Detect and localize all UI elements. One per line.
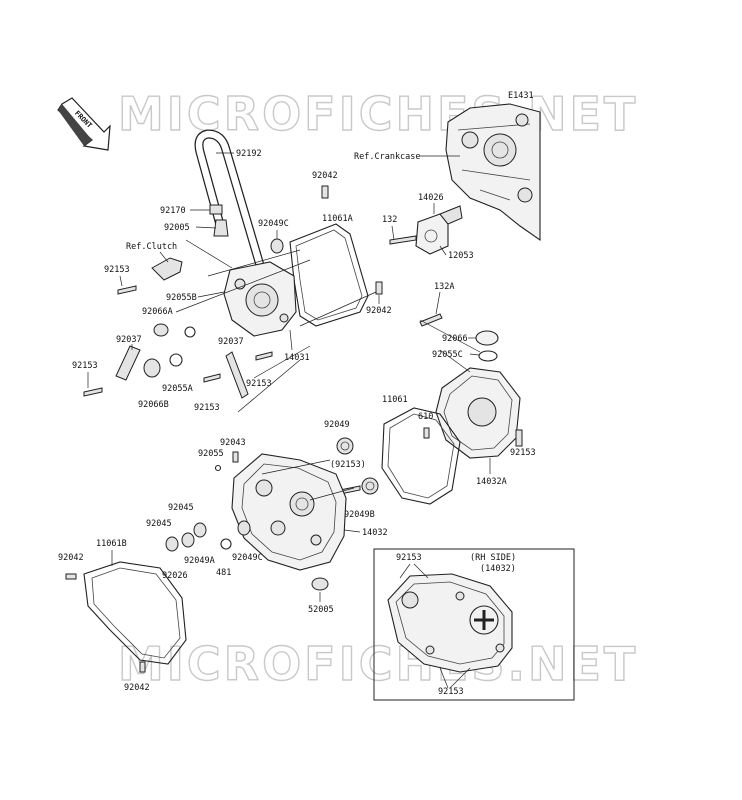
label-92037-center: 92037 (218, 337, 244, 347)
label-92055a: 92055A (162, 384, 193, 394)
label-92049b: 92049B (344, 510, 375, 520)
cover-14032a (435, 367, 521, 459)
oring-481 (220, 538, 232, 550)
oring-92055b (184, 326, 196, 338)
label-92055b: 92055B (166, 293, 197, 303)
seal-92045-left (181, 532, 195, 548)
gasket-11061b (83, 561, 187, 665)
plug-52005 (311, 577, 329, 591)
cover-14032 (231, 453, 347, 571)
seal-92026 (165, 536, 179, 552)
seal-92049 (336, 437, 354, 455)
bolt-92153-left (117, 285, 137, 295)
plug-92066a (153, 323, 169, 337)
label-92055: 92055 (198, 449, 224, 459)
inset-subtitle: (14032) (480, 564, 516, 574)
label-92153-center: 92153 (194, 403, 220, 413)
inset-cover-rh-side (387, 573, 513, 673)
label-11061b: 11061B (96, 539, 127, 549)
label-92005: 92005 (164, 223, 190, 233)
label-92042-bottom: 92042 (124, 683, 150, 693)
label-132: 132 (382, 215, 397, 225)
label-92045-left: 92045 (146, 519, 172, 529)
oring-92055a (169, 353, 183, 367)
inset-title: (RH SIDE) (470, 553, 516, 563)
label-92042-top: 92042 (312, 171, 338, 181)
ref-clutch: Ref.Clutch (126, 242, 177, 252)
oring-92055c (478, 350, 498, 362)
oring-92055 (214, 464, 222, 472)
ref-crankcase: Ref.Crankcase (354, 152, 421, 162)
gasket-11061 (381, 407, 461, 505)
bolt-132a (419, 313, 443, 327)
label-92192: 92192 (236, 149, 262, 159)
label-92026: 92026 (162, 571, 188, 581)
label-14032: 14032 (362, 528, 388, 538)
label-92049: 92049 (324, 420, 350, 430)
cover-14031 (223, 261, 297, 337)
label-92066: 92066 (442, 334, 468, 344)
seal-92049c-bottom (237, 520, 251, 536)
seal-92045-top (193, 522, 207, 538)
label-92066b: 92066B (138, 400, 169, 410)
label-132a: 132A (434, 282, 454, 292)
cap-92066 (475, 330, 499, 346)
dowel-92042-right (375, 281, 383, 295)
label-92045-top: 92045 (168, 503, 194, 513)
label-12053: 12053 (448, 251, 474, 261)
label-11061a: 11061A (322, 214, 353, 224)
gasket-11061a (289, 223, 369, 327)
label-92153-inset-bottom: 92153 (438, 687, 464, 697)
seal-92049b (361, 477, 379, 495)
pin-92043 (232, 451, 239, 463)
diagram-code: E1431 (508, 91, 534, 101)
label-52005: 52005 (308, 605, 334, 615)
label-92153-paren: (92153) (330, 460, 366, 470)
clutch-bracket (151, 257, 183, 281)
pin-610 (423, 427, 430, 439)
label-11061: 11061 (382, 395, 408, 405)
label-610: 610 (418, 412, 433, 422)
label-92049c-bottom: 92049C (232, 553, 263, 563)
bolt-92153-far-left (83, 387, 103, 397)
seal-92049c-top (270, 238, 284, 254)
dowel-92042-bottom (139, 661, 146, 673)
inset-box (373, 548, 575, 701)
front-arrow-icon: FRONT (57, 97, 111, 151)
label-481: 481 (216, 568, 231, 578)
label-92049a: 92049A (184, 556, 215, 566)
clamp-92170 (209, 204, 223, 215)
bolt-92153-center (203, 373, 221, 383)
label-92042-right: 92042 (366, 306, 392, 316)
dowel-92042-top (321, 185, 329, 199)
label-14031: 14031 (284, 353, 310, 363)
part-14026 (415, 205, 463, 255)
pipe-92037-left (115, 345, 141, 381)
label-92153-mid: 92153 (246, 379, 272, 389)
pipe-92037-center (225, 351, 249, 399)
fitting-92005 (213, 219, 229, 237)
label-92153-right: 92153 (510, 448, 536, 458)
plug-92066b (143, 358, 161, 378)
dowel-92042-left (65, 573, 77, 580)
watermark-top: MICROFICHES.NET (118, 87, 638, 141)
label-92170: 92170 (160, 206, 186, 216)
label-92042-left: 92042 (58, 553, 84, 563)
label-14032a: 14032A (476, 477, 507, 487)
label-92066a: 92066A (142, 307, 173, 317)
crankcase-part (445, 103, 541, 242)
watermark-bottom: MICROFICHES.NET (118, 637, 638, 691)
label-92153-inset-top: 92153 (396, 553, 422, 563)
label-92043: 92043 (220, 438, 246, 448)
label-92049c-top: 92049C (258, 219, 289, 229)
label-92153-left: 92153 (104, 265, 130, 275)
label-14026: 14026 (418, 193, 444, 203)
label-92037-left: 92037 (116, 335, 142, 345)
bolt-92153-right (515, 429, 523, 447)
bolt-92153-mid (255, 351, 273, 361)
label-92153-far-left: 92153 (72, 361, 98, 371)
